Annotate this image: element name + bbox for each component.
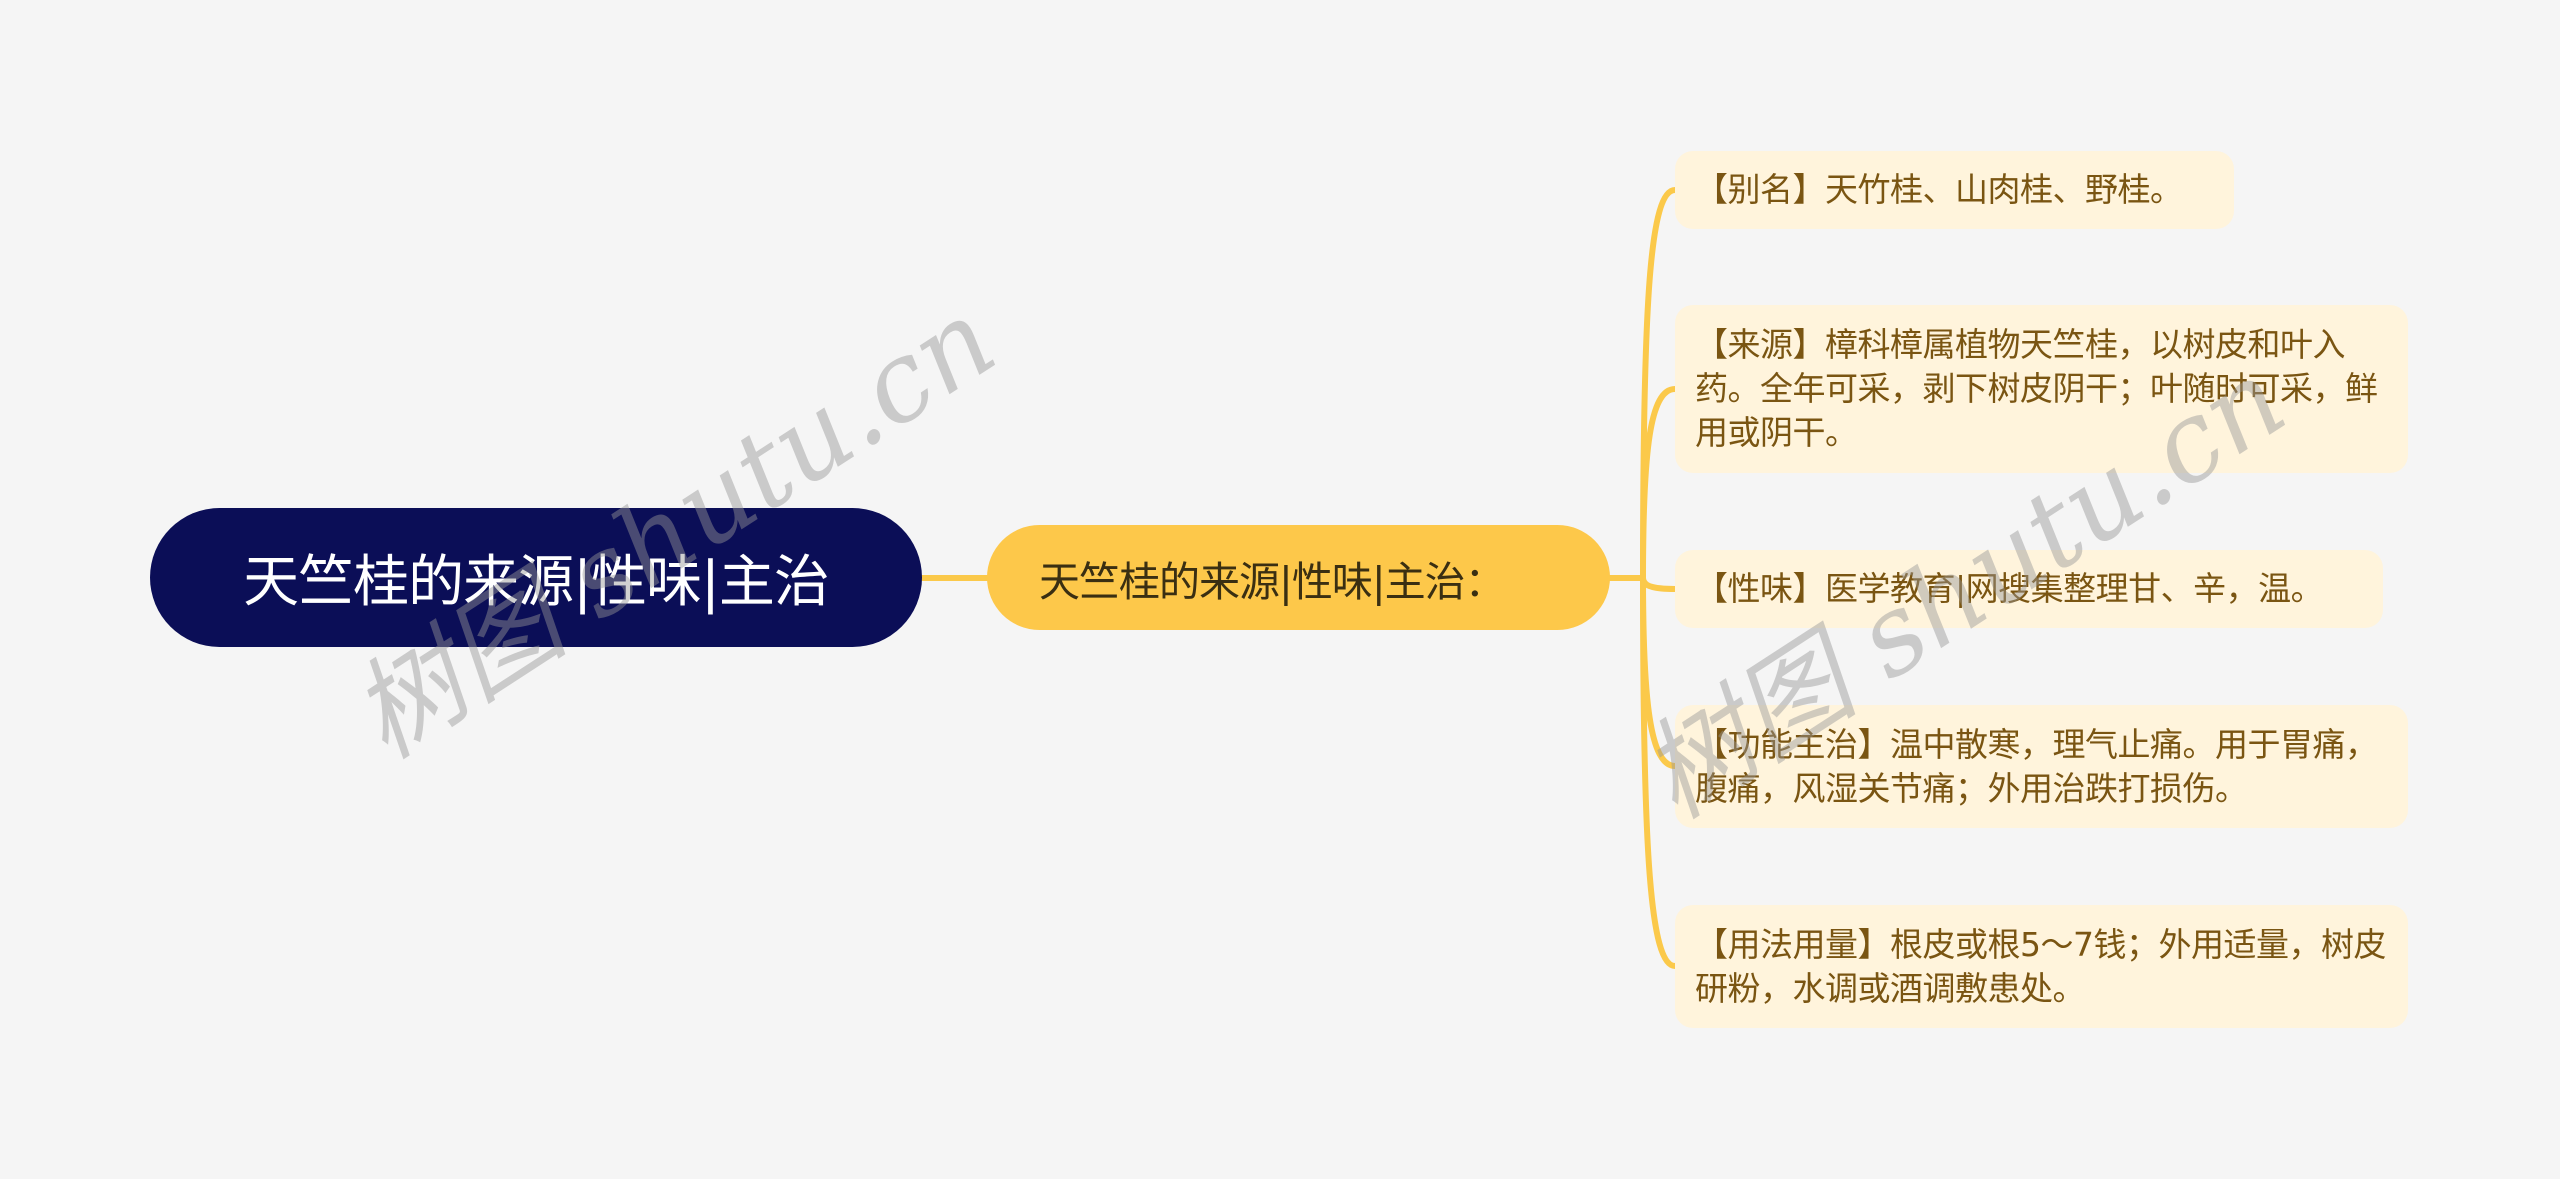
leaf-node-label: 【别名】天竹桂、山肉桂、野桂。	[1695, 170, 2183, 209]
leaf-node-indications[interactable]: 【功能主治】温中散寒，理气止痛。用于胃痛，腹痛，风湿关节痛；外用治跌打损伤。	[1675, 705, 2408, 828]
connector-leaf-5	[1640, 575, 1678, 969]
root-node[interactable]: 天竺桂的来源|性味|主治	[150, 508, 922, 647]
leaf-node-label: 【性味】医学教育|网搜集整理甘、辛，温。	[1695, 569, 2324, 608]
connector-leaf-3	[1640, 575, 1678, 592]
root-node-label: 天竺桂的来源|性味|主治	[243, 550, 830, 615]
branch-node[interactable]: 天竺桂的来源|性味|主治：	[987, 525, 1610, 630]
connector-leaf-4	[1640, 575, 1678, 769]
leaf-node-source[interactable]: 【来源】樟科樟属植物天竺桂，以树皮和叶入药。全年可采，剥下树皮阴干；叶随时可采，…	[1675, 305, 2408, 473]
leaf-node-label: 【用法用量】根皮或根5～7钱；外用适量，树皮研粉，水调或酒调敷患处。	[1695, 924, 2387, 1008]
branch-node-label: 天竺桂的来源|性味|主治：	[1039, 557, 1506, 606]
leaf-node-label: 【来源】樟科樟属植物天竺桂，以树皮和叶入药。全年可采，剥下树皮阴干；叶随时可采，…	[1695, 325, 2378, 452]
connector-leaf-2	[1640, 386, 1678, 581]
connector-leaf-1	[1640, 187, 1678, 581]
leaf-node-dosage[interactable]: 【用法用量】根皮或根5～7钱；外用适量，树皮研粉，水调或酒调敷患处。	[1675, 905, 2408, 1028]
leaf-node-alias[interactable]: 【别名】天竹桂、山肉桂、野桂。	[1675, 151, 2234, 229]
leaf-node-label: 【功能主治】温中散寒，理气止痛。用于胃痛，腹痛，风湿关节痛；外用治跌打损伤。	[1695, 724, 2378, 808]
leaf-node-nature-flavor[interactable]: 【性味】医学教育|网搜集整理甘、辛，温。	[1675, 550, 2383, 628]
